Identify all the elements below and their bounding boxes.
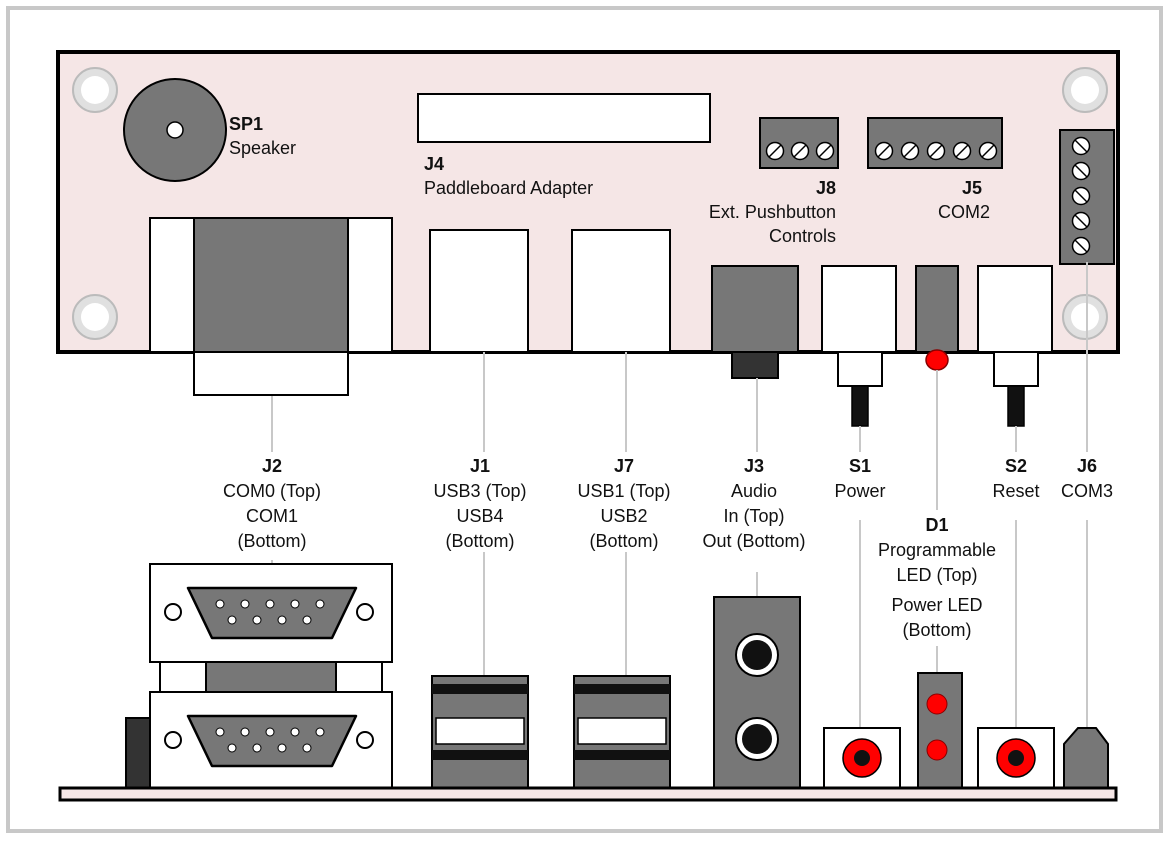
- audio-jack-j3-front: [713, 596, 801, 789]
- label-j4-ref: J4: [424, 154, 444, 174]
- label-j3: J3 Audio In (Top) Out (Bottom): [702, 456, 805, 551]
- label-j4: J4 Paddleboard Adapter: [424, 154, 593, 198]
- mounting-hole: [72, 294, 118, 340]
- label-j7-line3: (Bottom): [589, 531, 658, 551]
- label-j6-desc: COM3: [1061, 481, 1113, 501]
- usb-connector-j7-front: [573, 675, 671, 789]
- paddleboard-adapter-j4: [417, 93, 711, 143]
- usb-connector-j1-front: [431, 675, 529, 789]
- db9-port-com0: [164, 586, 374, 640]
- label-j2-line2: COM1: [246, 506, 298, 526]
- label-j7-line1: USB1 (Top): [577, 481, 670, 501]
- label-j1-line1: USB3 (Top): [433, 481, 526, 501]
- label-j8: J8 Ext. Pushbutton Controls: [709, 178, 836, 246]
- panel-bracket-tab: [125, 717, 151, 789]
- power-button-s1-front: [823, 727, 901, 789]
- terminal-block-j5: [867, 117, 1003, 169]
- label-sp1-ref: SP1: [229, 114, 263, 134]
- label-s1-desc: Power: [834, 481, 885, 501]
- mounting-hole: [72, 67, 118, 113]
- label-j2-ref: J2: [262, 456, 282, 476]
- label-j3-ref: J3: [744, 456, 764, 476]
- label-j2: J2 COM0 (Top) COM1 (Bottom): [223, 456, 321, 551]
- label-j1-line3: (Bottom): [445, 531, 514, 551]
- label-j1-ref: J1: [470, 456, 490, 476]
- label-j2-line1: COM0 (Top): [223, 481, 321, 501]
- leader-lines: [271, 262, 1088, 728]
- label-d1-line3: Power LED: [891, 595, 982, 615]
- led-d1-top: [915, 265, 959, 371]
- label-j1-line2: USB4: [456, 506, 503, 526]
- label-j4-desc: Paddleboard Adapter: [424, 178, 593, 198]
- serial-connector-j2-top: [149, 217, 393, 396]
- label-s1: S1 Power: [834, 456, 885, 501]
- label-d1-line2: LED (Top): [896, 565, 977, 585]
- serial-connector-j2-front: [149, 563, 393, 791]
- label-j5-desc: COM2: [938, 202, 990, 222]
- label-j8-line2: Controls: [769, 226, 836, 246]
- label-d1-ref: D1: [925, 515, 948, 535]
- label-j7: J7 USB1 (Top) USB2 (Bottom): [577, 456, 670, 551]
- label-j3-line3: Out (Bottom): [702, 531, 805, 551]
- label-s2: S2 Reset: [992, 456, 1039, 501]
- led-d1-front: [917, 672, 963, 789]
- label-j8-line1: Ext. Pushbutton: [709, 202, 836, 222]
- power-switch-s1-top: [821, 265, 897, 427]
- label-j2-line3: (Bottom): [237, 531, 306, 551]
- label-s1-ref: S1: [849, 456, 871, 476]
- usb-connector-j1-top: [429, 229, 529, 353]
- label-j7-ref: J7: [614, 456, 634, 476]
- label-j5-ref: J5: [962, 178, 982, 198]
- speaker-sp1: [123, 78, 227, 182]
- label-d1: D1 Programmable LED (Top) Power LED (Bot…: [878, 515, 996, 640]
- label-j6-ref: J6: [1077, 456, 1097, 476]
- label-d1-line1: Programmable: [878, 540, 996, 560]
- label-sp1-desc: Speaker: [229, 138, 296, 158]
- label-j8-ref: J8: [816, 178, 836, 198]
- usb-connector-j7-top: [571, 229, 671, 353]
- label-j3-line2: In (Top): [723, 506, 784, 526]
- panel-base: [58, 786, 1118, 802]
- terminal-block-j8: [759, 117, 839, 169]
- label-j3-line1: Audio: [731, 481, 777, 501]
- terminal-block-j6: [1059, 129, 1115, 265]
- label-j5: J5 COM2: [938, 178, 990, 222]
- label-s2-desc: Reset: [992, 481, 1039, 501]
- terminal-block-j6-front: [1063, 727, 1109, 789]
- mounting-hole: [1062, 294, 1108, 340]
- mounting-hole: [1062, 67, 1108, 113]
- label-j7-line2: USB2: [600, 506, 647, 526]
- label-s2-ref: S2: [1005, 456, 1027, 476]
- label-sp1: SP1 Speaker: [229, 114, 296, 158]
- db9-port-com1: [164, 714, 374, 768]
- audio-jack-j3-top: [711, 265, 799, 379]
- label-j1: J1 USB3 (Top) USB4 (Bottom): [433, 456, 526, 551]
- label-j6: J6 COM3: [1061, 456, 1113, 501]
- reset-button-s2-front: [977, 727, 1055, 789]
- label-d1-line4: (Bottom): [902, 620, 971, 640]
